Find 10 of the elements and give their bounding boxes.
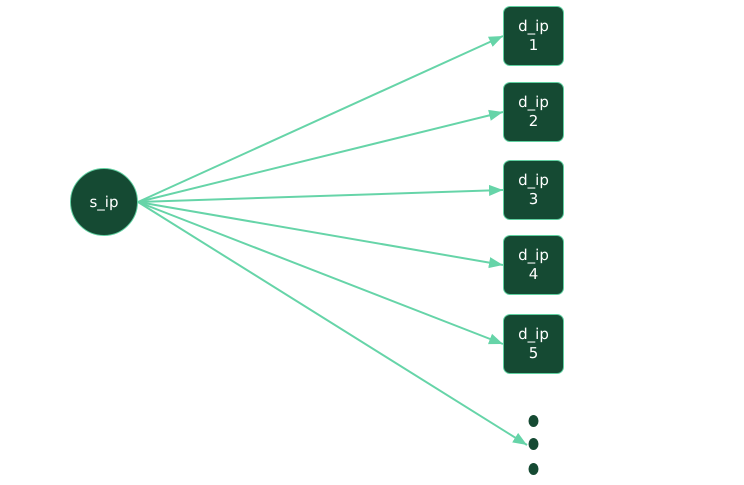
destination-box: d_ip 2: [503, 82, 564, 142]
ellipsis-dots: [527, 414, 540, 476]
destination-box: d_ip 3: [503, 160, 564, 220]
destination-box: d_ip 1: [503, 6, 564, 66]
arrow: [138, 35, 504, 203]
arrow: [138, 110, 504, 203]
arrow: [137, 201, 528, 446]
destination-box: d_ip 5: [503, 314, 564, 374]
destination-box: d_ip 4: [503, 235, 564, 295]
source-circle: s_ip: [70, 168, 138, 236]
